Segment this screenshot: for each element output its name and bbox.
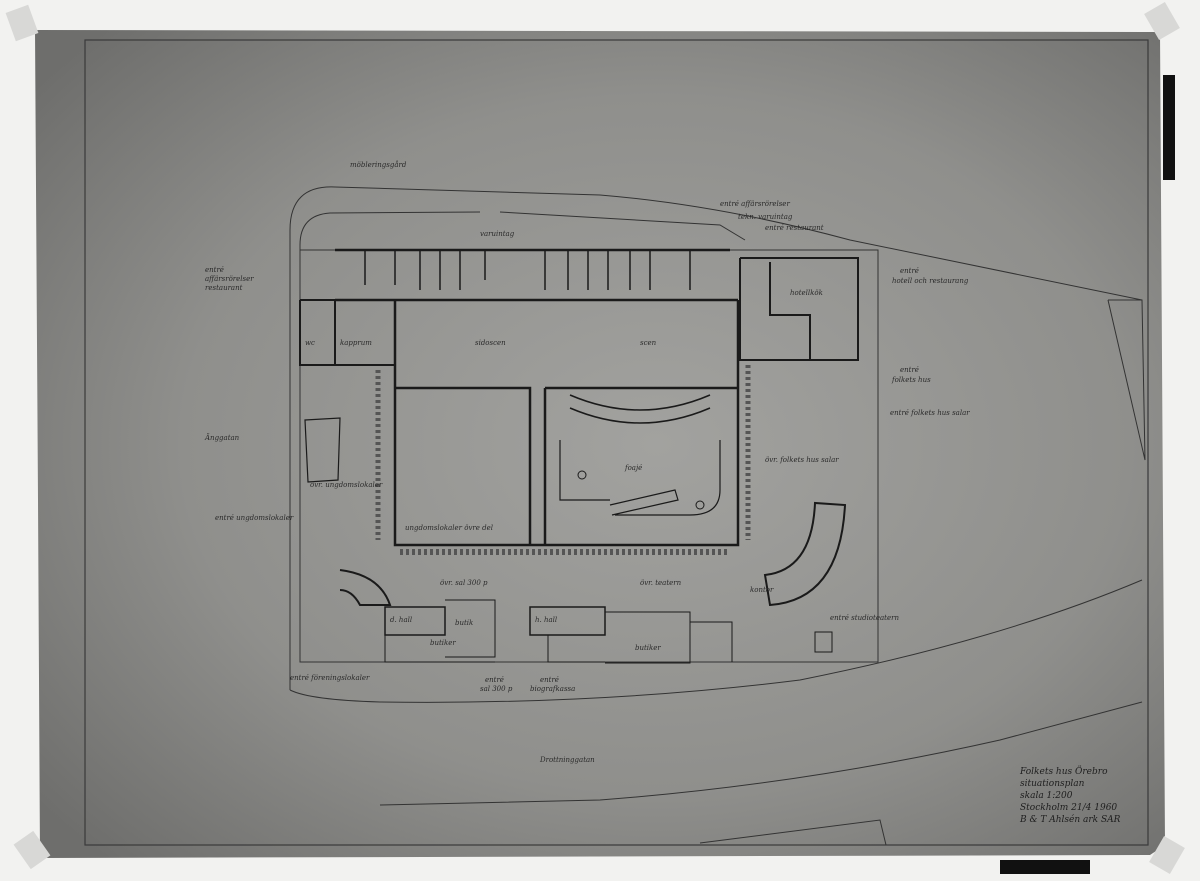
label-room: foajé <box>624 464 642 472</box>
label-room: wc <box>305 339 315 347</box>
label-entrance: entré folkets hus salar <box>890 409 970 417</box>
label-entrance: entré affärsrörelser <box>720 200 790 208</box>
label-entrance: sal 300 p <box>480 685 513 693</box>
title-line: skala 1:200 <box>1020 791 1073 801</box>
label-entrance: entré <box>900 366 919 374</box>
label-entrance: entré restaurant <box>765 224 824 232</box>
tape-mark <box>1000 860 1090 874</box>
label-entrance: restaurant <box>205 284 243 292</box>
label-entrance: affärsrörelser <box>205 275 254 283</box>
label-entrance: entré ungdomslokaler <box>215 514 294 522</box>
label-room: övr. folkets hus salar <box>765 456 839 464</box>
label-entrance: tekn. varuintag <box>738 213 793 221</box>
partition-walls <box>364 250 751 555</box>
label-room: d. hall <box>390 616 412 624</box>
label-room: butiker <box>430 639 456 647</box>
label-top-street: möbleringsgård <box>350 160 407 169</box>
label-room: kapprum <box>340 339 372 347</box>
title-line: Stockholm 21/4 1960 <box>1020 803 1117 813</box>
label-street: Drottninggatan <box>539 756 595 764</box>
label-room: hotellkök <box>790 289 823 297</box>
label-room: scen <box>640 339 657 347</box>
label-entrance: biografkassa <box>530 685 575 693</box>
title-line: Folkets hus Örebro <box>1019 765 1108 777</box>
plan-labels: möbleringsgård entré affärsrörelser tekn… <box>204 160 970 764</box>
tape-corner <box>1144 2 1180 40</box>
label-room: kontor <box>750 586 774 594</box>
label-room: h. hall <box>535 616 557 624</box>
label-room: butik <box>455 619 473 627</box>
label-entrance: hotell och restaurang <box>892 277 969 285</box>
building-walls <box>299 248 859 664</box>
tape-corner <box>5 4 39 42</box>
label-entrance: entré föreningslokaler <box>290 674 370 682</box>
label-entrance: entré <box>540 676 559 684</box>
label-room: övr. teatern <box>640 579 682 587</box>
label-room: butiker <box>635 644 661 652</box>
paper-sheet <box>35 30 1165 858</box>
label-entrance: entré studioteatern <box>830 614 899 622</box>
label-entrance: entré <box>205 266 224 274</box>
label-room: ungdomslokaler övre del <box>405 524 493 532</box>
tape-mark <box>1163 75 1175 180</box>
label-entrance: entré <box>485 676 504 684</box>
title-block: Folkets hus Örebro situationsplan skala … <box>1019 765 1121 825</box>
tape-corner <box>13 830 51 870</box>
label-entrance: folkets hus <box>891 376 931 384</box>
label-room: sidoscen <box>475 339 506 347</box>
label-street: Änggatan <box>204 433 240 442</box>
tape-corner <box>1149 836 1185 874</box>
label-entrance: entré <box>900 267 919 275</box>
title-line: B & T Ahlsén ark SAR <box>1019 814 1121 825</box>
label-delivery: varuintag <box>480 230 515 238</box>
label-room: övr. sal 300 p <box>440 579 488 587</box>
title-line: situationsplan <box>1020 779 1085 789</box>
drawing-frame <box>84 39 1149 846</box>
label-room: övr. ungdomslokaler <box>310 481 383 489</box>
